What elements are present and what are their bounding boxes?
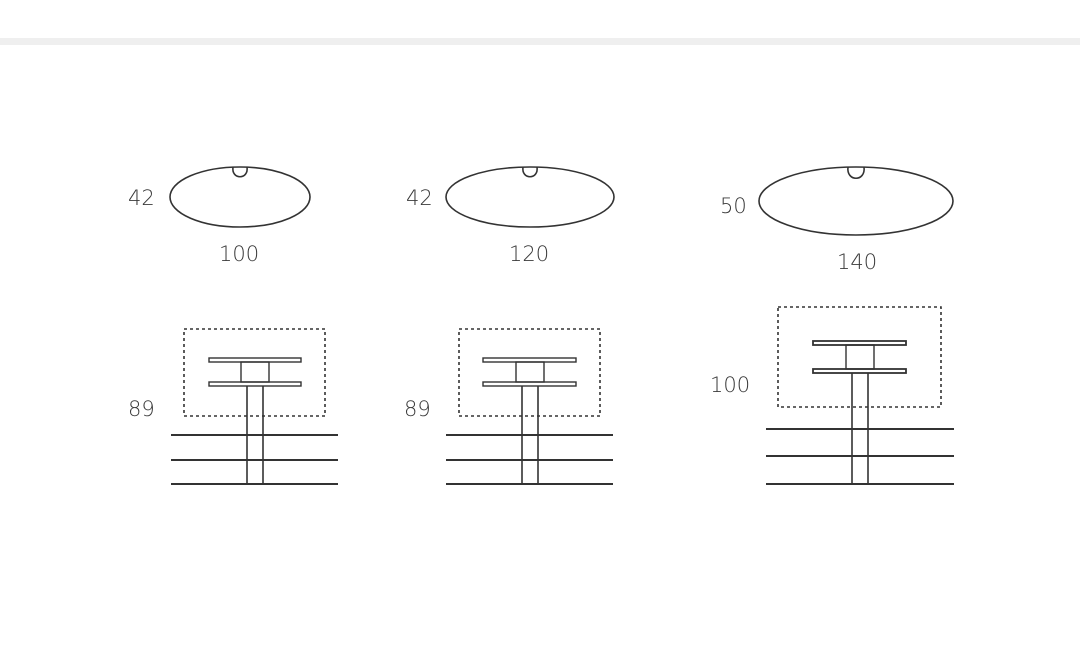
width-label: 100 (219, 242, 259, 266)
top-view-variant-3: 50 140 (720, 166, 954, 274)
width-label: 120 (509, 242, 549, 266)
side-view-variant-2: 89 (404, 328, 613, 485)
stem-notch-icon (522, 166, 538, 178)
dashed-envelope-box (183, 328, 326, 417)
dashed-envelope-box (777, 306, 942, 408)
top-view-variant-2: 42 120 (406, 166, 615, 266)
stem-notch-icon (847, 166, 865, 180)
table-top-ellipse (445, 166, 615, 228)
width-label: 140 (837, 250, 877, 274)
table-top-ellipse (169, 166, 311, 228)
height-label: 89 (404, 397, 431, 421)
shelf-connector (845, 344, 875, 370)
height-label: 100 (710, 373, 750, 397)
depth-label: 42 (128, 186, 155, 210)
top-divider (0, 38, 1080, 45)
side-view-variant-3: 100 (710, 306, 954, 485)
height-label: 89 (128, 397, 155, 421)
shelf-connector (515, 361, 545, 383)
top-view-variant-1: 42 100 (128, 166, 311, 266)
depth-label: 50 (720, 194, 747, 218)
stem-notch-icon (232, 166, 248, 178)
depth-label: 42 (406, 186, 433, 210)
dashed-envelope-box (458, 328, 601, 417)
side-view-variant-1: 89 (128, 328, 338, 485)
table-top-ellipse (758, 166, 954, 236)
shelf-connector (240, 361, 270, 383)
